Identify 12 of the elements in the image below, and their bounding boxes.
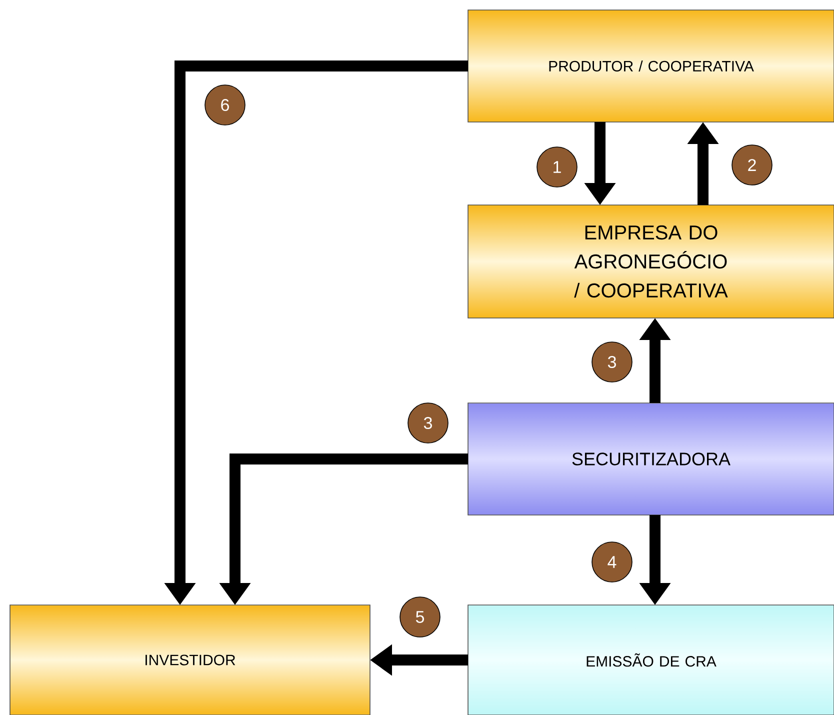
process-box: SECURITIZADORA: [468, 402, 834, 516]
callout-number: 1: [536, 146, 578, 188]
callout-number: 6: [204, 84, 246, 126]
callout-number: 2: [732, 144, 772, 186]
callout-number: 3: [408, 402, 448, 444]
process-box: EMISSÃO DE CRA: [468, 604, 834, 715]
process-box: PRODUTOR / COOPERATIVA: [468, 10, 834, 122]
callout-number: 4: [592, 542, 632, 582]
callout-number: 5: [400, 596, 440, 638]
callout-number: 3: [592, 342, 632, 382]
process-box: INVESTIDOR: [10, 604, 370, 715]
process-box: EMPRESA DO AGRONEGÓCIO / COOPERATIVA: [468, 204, 834, 318]
